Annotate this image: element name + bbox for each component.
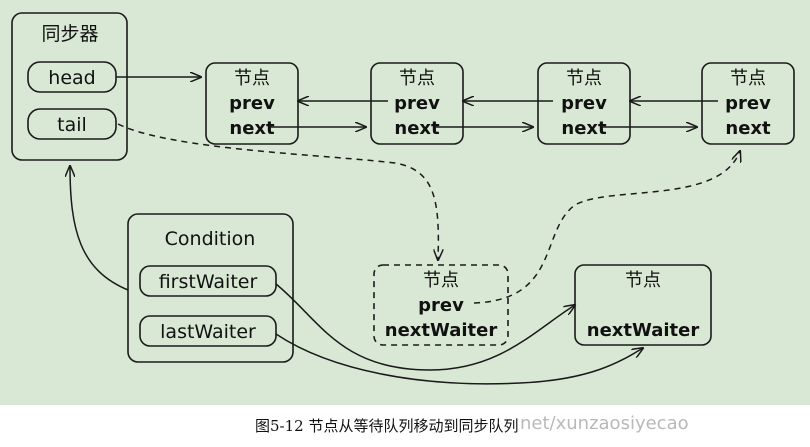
sync-node-1: 节点 prev next	[205, 62, 299, 145]
node-title: 节点	[625, 270, 661, 291]
head-field: head	[48, 67, 95, 89]
node-box	[701, 62, 795, 145]
node-title: 节点	[234, 68, 270, 89]
waiting-node: 节点 nextWaiter	[574, 264, 712, 346]
node-next: next	[229, 118, 275, 139]
tail-field: tail	[57, 114, 87, 136]
synchronizer: 同步器 head tail	[11, 12, 128, 161]
diagram-canvas: 同步器 head tail 节点 prev next 节点 prev next …	[11, 12, 795, 385]
moving-node: 节点 prev nextWaiter	[373, 264, 509, 346]
sync-node-2: 节点 prev next	[370, 62, 464, 145]
condition-to-sync-arrow	[70, 166, 129, 291]
node-title: 节点	[399, 68, 435, 89]
condition-title: Condition	[165, 228, 256, 250]
figure-caption: 图5-12 节点从等待队列移动到同步队列	[255, 417, 519, 435]
node-next: next	[561, 118, 607, 139]
condition-object: Condition firstWaiter lastWaiter	[127, 213, 294, 363]
arrows	[70, 77, 740, 385]
first-waiter-field: firstWaiter	[159, 271, 258, 293]
last-waiter-box	[139, 315, 277, 347]
watermark: net/xunzaosiyecao	[520, 413, 689, 434]
last-waiter-arrow	[275, 333, 643, 385]
node-prev: prev	[229, 93, 275, 114]
node-title: 节点	[566, 68, 602, 89]
node-prev: prev	[394, 93, 440, 114]
node-title: 节点	[730, 68, 766, 89]
sync-node-3: 节点 prev next	[537, 62, 631, 145]
node-next: next	[394, 118, 440, 139]
node-prev: prev	[561, 93, 607, 114]
node-next-waiter: nextWaiter	[587, 320, 700, 341]
node-prev: prev	[418, 295, 464, 316]
caption-bar: 图5-12 节点从等待队列移动到同步队列 net/xunzaosiyecao	[0, 405, 810, 447]
tail-dashed-arrow	[117, 123, 438, 260]
synchronizer-box	[11, 12, 128, 161]
node-prev: prev	[725, 93, 771, 114]
node-next: next	[725, 118, 771, 139]
synchronizer-title: 同步器	[41, 23, 98, 45]
sync-node-4: 节点 prev next	[701, 62, 795, 145]
first-waiter-arrow	[275, 283, 575, 371]
first-waiter-box	[139, 265, 277, 297]
prev-dashed-arrow	[473, 151, 740, 304]
node-next-waiter: nextWaiter	[385, 320, 498, 341]
moving-node-box	[373, 264, 509, 346]
tail-field-box	[27, 108, 117, 140]
last-waiter-field: lastWaiter	[160, 321, 256, 343]
condition-box	[127, 213, 294, 363]
node-title: 节点	[423, 270, 459, 291]
